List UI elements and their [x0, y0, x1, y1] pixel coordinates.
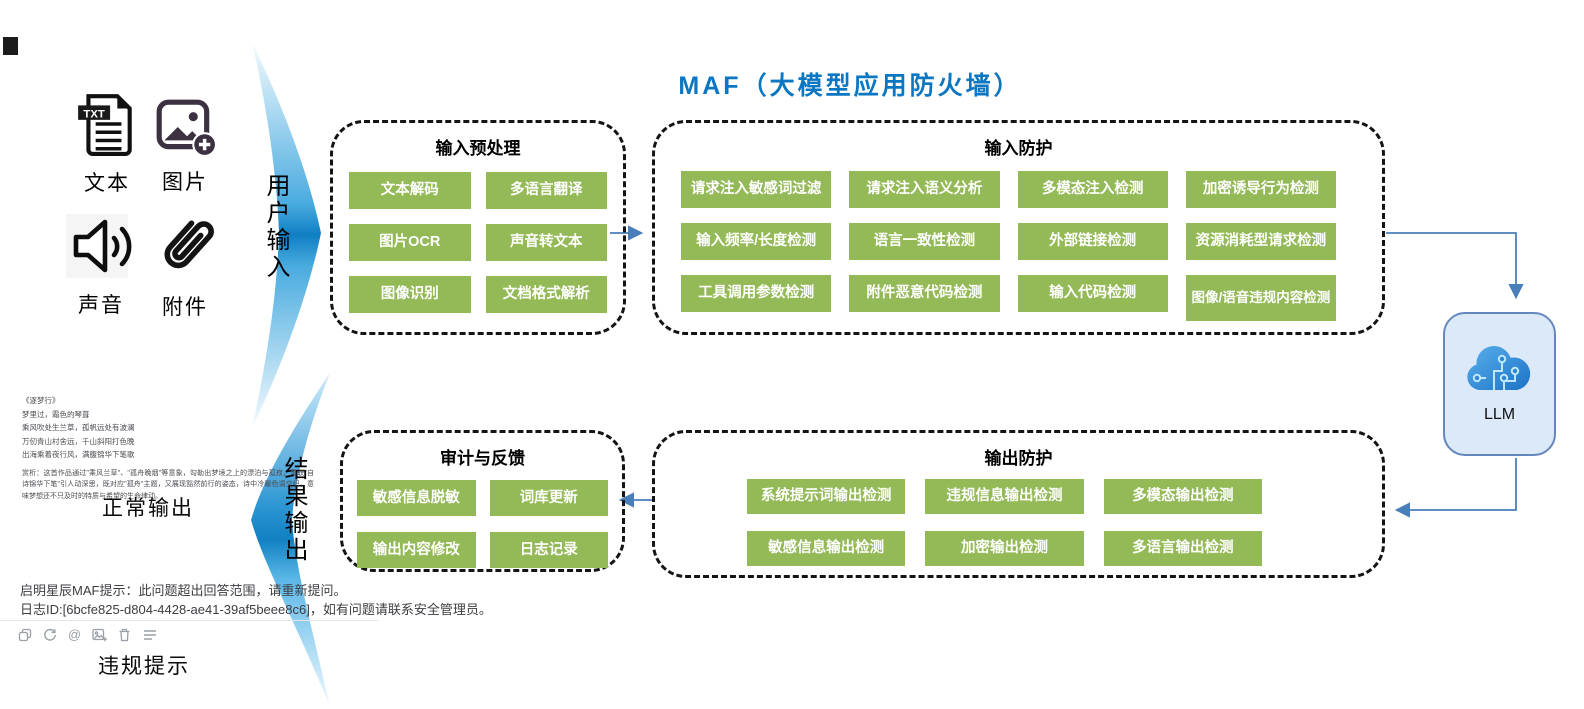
poem-analysis: 赏析：这首作品通过"乘风兰草"、"孤舟晚烟"等意象，勾勒出梦境之上的漂泊与孤寂，…	[22, 469, 314, 500]
capability-chip: 外部链接检测	[1017, 223, 1168, 260]
capability-chip: 日志记录	[489, 532, 608, 568]
llm-label: LLM	[1483, 406, 1516, 423]
capability-chip: 多语言翻译	[485, 172, 607, 209]
poem-title: 《逐梦行》	[22, 396, 60, 405]
capability-chip: 资源消耗型请求检测	[1185, 223, 1336, 260]
capability-chip: 多模态注入检测	[1017, 171, 1168, 208]
paperclip-icon	[150, 212, 220, 282]
menu-icon[interactable]	[142, 627, 157, 642]
capability-chip: 文本解码	[349, 172, 471, 209]
clipped-icon-fragment	[3, 37, 18, 55]
source-image: 图片	[150, 97, 220, 196]
user-input-flow-label: 用户输入	[262, 173, 289, 281]
llm-node: LLM	[1443, 312, 1556, 456]
capability-chip: 敏感信息脱敏	[357, 480, 476, 516]
speaker-icon	[66, 212, 136, 280]
user-input-chevron	[252, 42, 321, 428]
poem-line: 乘风吹处生兰草，孤帆远处有波澜	[22, 423, 135, 432]
violation-message-line2: 日志ID:[6bcfe825-d804-4428-ae41-39af5beee8…	[20, 602, 492, 617]
capability-chip: 加密诱导行为检测	[1185, 171, 1336, 208]
refresh-icon[interactable]	[42, 627, 57, 642]
capability-chip: 加密输出检测	[925, 531, 1084, 566]
divider	[0, 620, 378, 621]
capability-chip: 工具调用参数检测	[681, 275, 832, 312]
line-llm-to-output-protection	[1394, 458, 1517, 518]
capability-chip: 图像识别	[349, 276, 471, 313]
capability-chip: 输出内容修改	[357, 532, 476, 568]
module-title: 输入防护	[984, 139, 1053, 158]
capability-chip: 附件恶意代码检测	[849, 275, 1000, 312]
source-image-label: 图片	[162, 171, 208, 194]
module-input-preprocess: 输入预处理 文本解码 多语言翻译 图片OCR 声音转文本 图像识别 文档格式解析	[330, 120, 626, 335]
result-output-flow-label: 结果输出	[280, 456, 307, 564]
txt-file-icon: TXT	[72, 92, 142, 158]
poem-line: 梦里过，霜色的琴葺	[22, 409, 90, 419]
capability-chip: 文档格式解析	[485, 276, 607, 313]
capability-chip: 语言一致性检测	[849, 223, 1000, 260]
copy-icon[interactable]	[17, 627, 32, 642]
poem-line: 出海乘着夜行风，满腹锦华下笔歌	[22, 450, 135, 459]
capability-chip: 多模态输出检测	[1103, 479, 1262, 514]
normal-output-sample: 《逐梦行》 梦里过，霜色的琴葺 乘风吹处生兰草，孤帆远处有波澜 万仞青山村舍远，…	[22, 394, 314, 502]
module-output-protection: 输出防护 系统提示词输出检测 违规信息输出检测 多模态输出检测 敏感信息输出检测…	[652, 430, 1385, 578]
module-input-protection: 输入防护 请求注入敏感词过滤 请求注入语义分析 多模态注入检测 加密诱导行为检测…	[652, 120, 1385, 335]
line-input-protection-to-llm	[1386, 232, 1524, 300]
capability-chip: 请求注入敏感词过滤	[681, 171, 832, 208]
source-audio-label: 声音	[78, 294, 124, 317]
delete-icon[interactable]	[117, 627, 132, 642]
module-audit-feedback: 审计与反馈 敏感信息脱敏 词库更新 输出内容修改 日志记录	[340, 430, 625, 572]
capability-chip: 图片OCR	[349, 224, 471, 261]
source-attachment-label: 附件	[162, 296, 208, 319]
page-title: MAF（大模型应用防火墙）	[678, 72, 1022, 100]
source-text: TXT 文本	[72, 92, 142, 197]
capability-chip: 图像/语音违规内容检测	[1185, 275, 1336, 321]
source-text-label: 文本	[84, 172, 130, 195]
chip-grid: 请求注入敏感词过滤 请求注入语义分析 多模态注入检测 加密诱导行为检测 输入频率…	[681, 171, 1336, 321]
module-title: 审计与反馈	[440, 449, 525, 468]
capability-chip: 敏感信息输出检测	[747, 531, 906, 566]
capability-chip: 输入频率/长度检测	[681, 223, 832, 260]
capability-chip: 声音转文本	[485, 224, 607, 261]
capability-chip: 输入代码检测	[1017, 275, 1168, 312]
source-audio: 声音	[66, 212, 136, 319]
normal-output-caption: 正常输出	[102, 497, 194, 520]
capability-chip: 请求注入语义分析	[849, 171, 1000, 208]
module-title: 输入预处理	[435, 139, 521, 158]
image-add-icon	[150, 97, 220, 157]
cloud-circuit-icon	[1464, 344, 1536, 396]
capability-chip: 词库更新	[489, 480, 608, 516]
chip-grid: 系统提示词输出检测 违规信息输出检测 多模态输出检测 敏感信息输出检测 加密输出…	[747, 479, 1262, 566]
capability-chip: 系统提示词输出检测	[747, 479, 906, 514]
poem-line: 万仞青山村舍远，千山斜阳打色晚	[22, 436, 135, 446]
module-title: 输出防护	[984, 449, 1053, 468]
violation-message-line1: 启明星辰MAF提示：此问题超出回答范围，请重新提问。	[20, 583, 347, 598]
message-toolbar: @	[17, 627, 157, 642]
source-attachment: 附件	[150, 212, 220, 321]
insert-image-icon[interactable]	[92, 627, 107, 642]
capability-chip: 多语言输出检测	[1103, 531, 1262, 566]
chip-grid: 文本解码 多语言翻译 图片OCR 声音转文本 图像识别 文档格式解析	[349, 172, 607, 313]
capability-chip: 违规信息输出检测	[925, 479, 1084, 514]
mention-icon[interactable]: @	[67, 627, 82, 642]
svg-text:TXT: TXT	[83, 108, 104, 120]
result-output-chevron	[251, 373, 330, 706]
chip-grid: 敏感信息脱敏 词库更新 输出内容修改 日志记录	[357, 480, 608, 568]
violation-caption: 违规提示	[98, 655, 190, 678]
